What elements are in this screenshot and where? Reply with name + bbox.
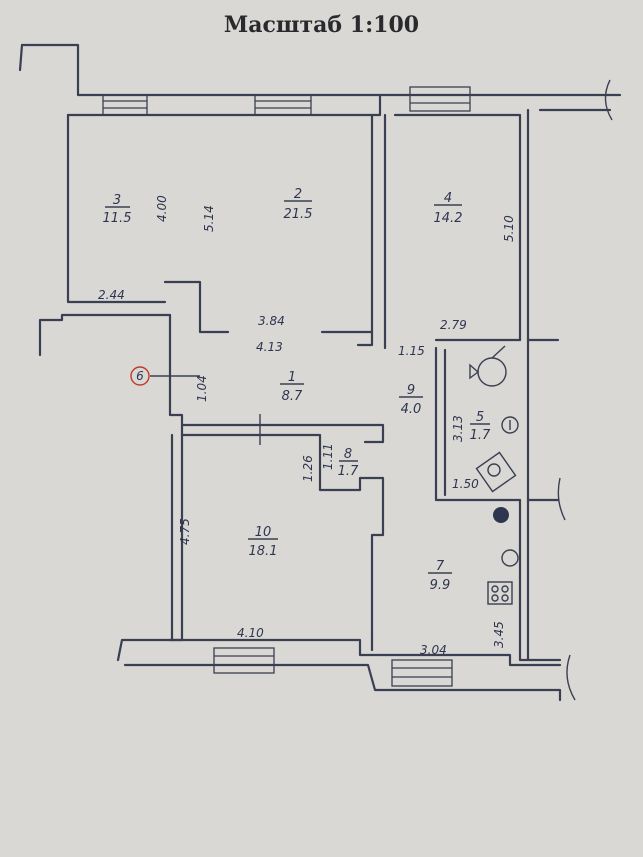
svg-text:10: 10 [255,525,272,540]
kitchen-sink-icon [501,549,519,567]
svg-text:3: 3 [113,193,121,208]
dim-514: 5.14 [202,205,216,232]
bathtub-icon [475,451,517,493]
svg-text:5: 5 [476,410,484,425]
svg-text:21.5: 21.5 [284,207,313,222]
section-marker-label: 6 [136,369,144,383]
svg-text:14.2: 14.2 [434,211,463,226]
room-10-label: 10 18.1 [248,525,278,559]
room-5-label: 5 1.7 [470,410,491,443]
section-marker: 6 [130,366,200,386]
svg-text:18.1: 18.1 [249,544,278,559]
dim-304: 3.04 [420,643,447,657]
walls [18,43,622,702]
svg-text:8.7: 8.7 [282,389,303,404]
svg-text:8: 8 [344,447,352,462]
room-9-label: 9 4.0 [399,383,423,417]
svg-text:4.0: 4.0 [401,402,422,417]
window-top-right [409,86,471,112]
washbasin-icon [501,416,519,434]
gas-heater-icon [493,507,509,523]
dim-279: 2.79 [440,318,467,332]
svg-text:7: 7 [436,559,445,574]
room-2-label: 2 21.5 [284,187,313,222]
dim-313: 3.13 [451,415,465,442]
dim-104: 1.04 [195,375,209,402]
room-4-label: 4 14.2 [434,191,463,226]
svg-text:2: 2 [294,187,302,202]
dim-400: 4.00 [155,195,169,222]
svg-text:9: 9 [407,383,415,398]
dim-126: 1.26 [301,455,315,482]
room-1-label: 1 8.7 [280,370,304,404]
dimension-labels: 4.00 5.14 5.10 2.44 3.84 4.13 2.79 1.15 … [98,195,516,657]
dim-150: 1.50 [452,477,479,491]
stove-icon [487,581,513,605]
svg-text:11.5: 11.5 [103,211,132,226]
window-top-left [102,94,148,116]
svg-text:4: 4 [444,191,452,206]
room-8-label: 8 1.7 [338,447,359,479]
dim-115: 1.15 [398,344,425,358]
window-top-middle [254,94,312,116]
room-3-label: 3 11.5 [103,193,132,226]
dim-345: 3.45 [492,621,506,648]
window-bottom-left [213,647,275,674]
svg-text:9.9: 9.9 [430,578,451,593]
scale-title: Масштаб 1:100 [223,12,420,38]
svg-text:1: 1 [288,370,296,385]
toilet-icon [469,345,507,387]
dim-384: 3.84 [258,314,285,328]
svg-text:1.7: 1.7 [338,464,359,479]
dim-510: 5.10 [502,215,516,242]
dim-475: 4.75 [178,518,192,545]
dim-111: 1.11 [321,443,335,470]
dim-413: 4.13 [256,340,283,354]
window-bottom-right [391,659,453,687]
svg-text:1.7: 1.7 [470,428,491,443]
dim-410: 4.10 [237,626,264,640]
dim-244: 2.44 [98,288,125,302]
room-7-label: 7 9.9 [428,559,452,593]
